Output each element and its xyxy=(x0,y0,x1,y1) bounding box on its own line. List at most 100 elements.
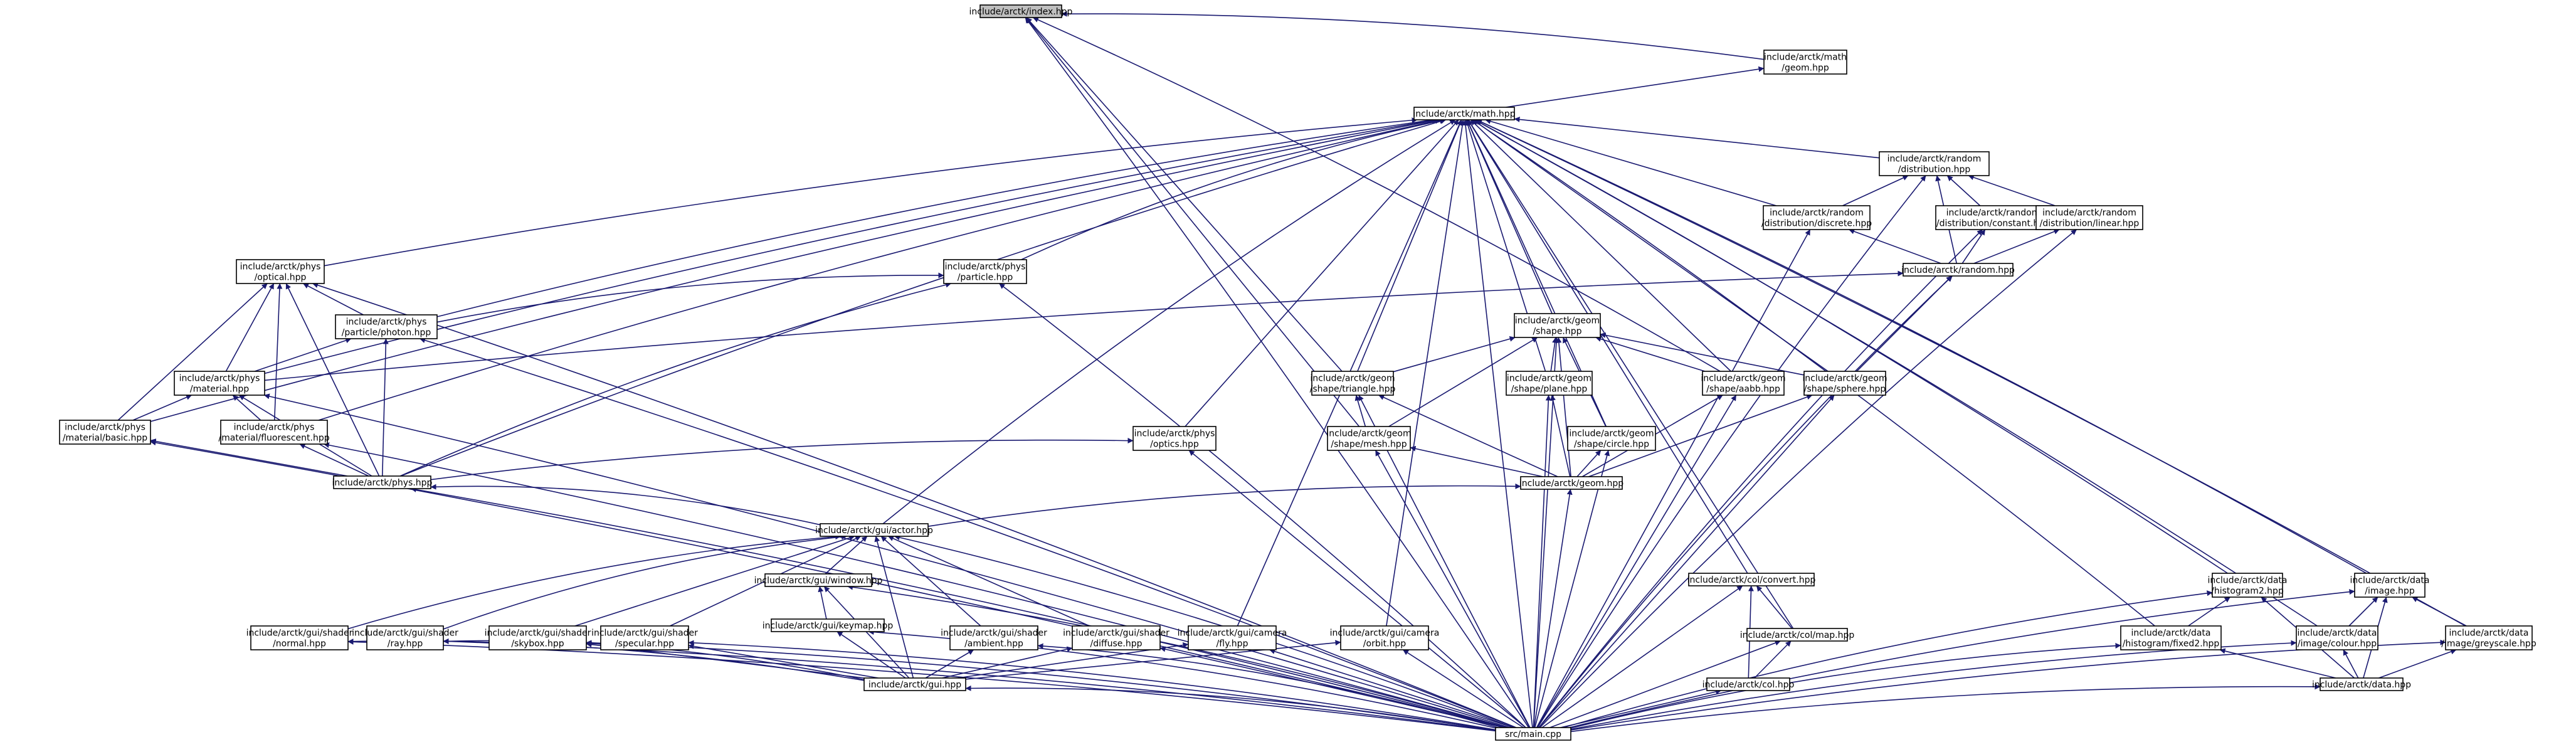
node-label-line: include/arctk/phys.hpp xyxy=(332,478,433,488)
node-phys[interactable]: include/arctk/phys.hpp xyxy=(332,475,433,489)
node-label-line: include/arctk/math xyxy=(1764,53,1847,63)
node-label-line: /distribution.hpp xyxy=(1898,165,1971,175)
node-keymap[interactable]: include/arctk/gui/keymap.hpp xyxy=(763,618,894,632)
dependency-edge-fluorescent-to-math xyxy=(318,118,1442,421)
node-box xyxy=(1514,313,1601,338)
node-greyscale[interactable]: include/arctk/data/image/greyscale.hpp xyxy=(2441,625,2536,650)
node-label-line: include/arctk/random xyxy=(1887,154,1982,164)
dependency-edge-phys-to-optical xyxy=(285,283,380,477)
node-plane[interactable]: include/arctk/geom/shape/plane.hpp xyxy=(1506,371,1593,396)
dependency-edge-main-to-phys xyxy=(410,487,1505,728)
node-convert[interactable]: include/arctk/col/convert.hpp xyxy=(1687,573,1816,586)
dependency-edge-distribution-to-math xyxy=(1514,116,1880,159)
node-normal[interactable]: include/arctk/gui/shader/normal.hpp xyxy=(246,625,353,650)
node-circle[interactable]: include/arctk/geom/shape/circle.hpp xyxy=(1567,426,1656,451)
node-distribution[interactable]: include/arctk/random/distribution.hpp xyxy=(1879,151,1990,176)
node-photon[interactable]: include/arctk/phys/particle/photon.hpp xyxy=(335,314,438,339)
dependency-edge-greyscale-to-math xyxy=(1476,119,2466,627)
dependency-edge-gui-to-actor xyxy=(874,536,914,679)
node-label-line: /shape/aabb.hpp xyxy=(1706,384,1780,395)
node-optical[interactable]: include/arctk/phys/optical.hpp xyxy=(236,259,325,284)
node-basic[interactable]: include/arctk/phys/material/basic.hpp xyxy=(59,420,151,445)
node-aabb[interactable]: include/arctk/geom/shape/aabb.hpp xyxy=(1701,371,1786,396)
node-index[interactable]: include/arctk/index.hpp xyxy=(969,4,1073,18)
dependency-edge-triangle-to-index xyxy=(1026,17,1343,372)
node-label-line: /orbit.hpp xyxy=(1363,639,1407,649)
dependency-edge-main-to-gui xyxy=(965,685,1496,731)
node-box xyxy=(1746,628,1848,642)
dependency-edge-material-to-photon xyxy=(254,337,352,372)
node-ray[interactable]: include/arctk/gui/shader/ray.hpp xyxy=(352,625,458,650)
dependency-edge-main-to-sphere xyxy=(1538,395,1835,728)
node-geom[interactable]: include/arctk/geom.hpp xyxy=(1519,476,1623,490)
node-ambient[interactable]: include/arctk/gui/shader/ambient.hpp xyxy=(941,625,1047,650)
node-label-line: /particle/photon.hpp xyxy=(342,328,431,338)
node-shape[interactable]: include/arctk/geom/shape.hpp xyxy=(1514,313,1601,338)
dependency-edge-phys-to-photon xyxy=(381,338,389,477)
node-orbit[interactable]: include/arctk/gui/camera/orbit.hpp xyxy=(1330,625,1440,650)
node-fixed2[interactable]: include/arctk/data/histogram/fixed2.hpp xyxy=(2120,625,2222,650)
node-colmap[interactable]: include/arctk/col/map.hpp xyxy=(1740,628,1855,642)
node-particle[interactable]: include/arctk/phys/particle.hpp xyxy=(943,259,1027,284)
node-image[interactable]: include/arctk/data/image.hpp xyxy=(2350,573,2430,598)
dependency-edge-random-to-constant xyxy=(1961,229,1986,264)
dependency-edge-gui-to-specular xyxy=(688,644,879,679)
node-label-line: /shape/plane.hpp xyxy=(1511,384,1588,395)
node-label-line: include/arctk/geom.hpp xyxy=(1519,479,1623,489)
dependency-edge-main-to-diffuse xyxy=(1159,646,1506,728)
node-mesh[interactable]: include/arctk/geom/shape/mesh.hpp xyxy=(1326,426,1412,451)
node-diffuse[interactable]: include/arctk/gui/shader/diffuse.hpp xyxy=(1063,625,1169,650)
dependency-edge-gui-to-orbit xyxy=(965,640,1341,680)
dependency-edge-col-to-colmap xyxy=(1754,640,1792,679)
node-label-line: include/arctk/gui/actor.hpp xyxy=(815,526,933,536)
node-label-line: /particle.hpp xyxy=(958,273,1013,283)
node-box xyxy=(600,625,689,650)
node-sphere[interactable]: include/arctk/geom/shape/sphere.hpp xyxy=(1802,371,1887,396)
node-main[interactable]: src/main.cpp xyxy=(1495,727,1571,741)
node-window[interactable]: include/arctk/gui/window.hpp xyxy=(754,573,883,587)
dependency-edge-main-to-ambient xyxy=(1037,643,1499,728)
dependency-edge-fixed2-to-math xyxy=(1472,119,2155,627)
node-label-line: include/arctk/data.hpp xyxy=(2312,680,2411,690)
node-label-line: include/arctk/phys xyxy=(179,374,260,384)
node-histogram[interactable]: include/arctk/data/histogram2.hpp xyxy=(2207,573,2288,598)
node-gui[interactable]: include/arctk/gui.hpp xyxy=(863,677,966,691)
dependency-edge-material-to-math xyxy=(264,118,1436,374)
node-box xyxy=(1413,107,1515,120)
node-box xyxy=(59,420,151,445)
node-specular[interactable]: include/arctk/gui/shader/specular.hpp xyxy=(591,625,698,650)
node-label-line: include/arctk/phys xyxy=(65,423,145,433)
node-data[interactable]: include/arctk/data.hpp xyxy=(2312,677,2411,691)
node-box xyxy=(488,625,587,650)
node-triangle[interactable]: include/arctk/geom/shape/triangle.hpp xyxy=(1310,371,1396,396)
dependency-edge-aabb-to-math xyxy=(1470,119,1731,372)
node-box xyxy=(2354,573,2426,598)
node-label-line: /diffuse.hpp xyxy=(1090,639,1142,649)
node-skybox[interactable]: include/arctk/gui/shader/skybox.hpp xyxy=(485,625,591,650)
node-box xyxy=(979,4,1062,18)
dependency-edge-main-to-math xyxy=(1462,119,1533,728)
dependency-edge-triangle-to-math xyxy=(1357,119,1462,372)
dependency-edge-geom-to-sphere xyxy=(1588,394,1813,477)
node-box xyxy=(2035,205,2143,230)
node-random[interactable]: include/arctk/random.hpp xyxy=(1901,263,2015,277)
node-label-line: include/arctk/geom xyxy=(1326,429,1411,439)
node-col[interactable]: include/arctk/col.hpp xyxy=(1702,677,1795,691)
node-discrete[interactable]: include/arctk/random/distribution/discre… xyxy=(1761,205,1872,230)
node-label-line: include/arctk/geom xyxy=(1701,374,1785,384)
node-optics[interactable]: include/arctk/phys/optics.hpp xyxy=(1132,426,1217,451)
node-actor[interactable]: include/arctk/gui/actor.hpp xyxy=(815,523,933,537)
dependency-edge-fluorescent-to-optical xyxy=(273,283,283,421)
dependency-edge-geom_hpp-to-index xyxy=(1061,11,1765,60)
node-linear[interactable]: include/arctk/random/distribution/linear… xyxy=(2035,205,2143,230)
node-fluorescent[interactable]: include/arctk/phys/material/fluorescent.… xyxy=(218,420,330,445)
node-material[interactable]: include/arctk/phys/material.hpp xyxy=(174,371,265,396)
node-box xyxy=(1763,205,1871,230)
node-colour[interactable]: include/arctk/data/image/colour.hpp xyxy=(2296,625,2378,650)
node-math[interactable]: include/arctk/math.hpp xyxy=(1413,107,1516,120)
node-constant[interactable]: include/arctk/random/distribution/consta… xyxy=(1935,205,2051,230)
node-geom_hpp[interactable]: include/arctk/math/geom.hpp xyxy=(1763,50,1847,75)
dependency-edge-histogram-to-math xyxy=(1474,119,2228,574)
node-fly[interactable]: include/arctk/gui/camera/fly.hpp xyxy=(1178,625,1287,650)
dependency-edge-mesh-to-shape xyxy=(1388,337,1538,427)
